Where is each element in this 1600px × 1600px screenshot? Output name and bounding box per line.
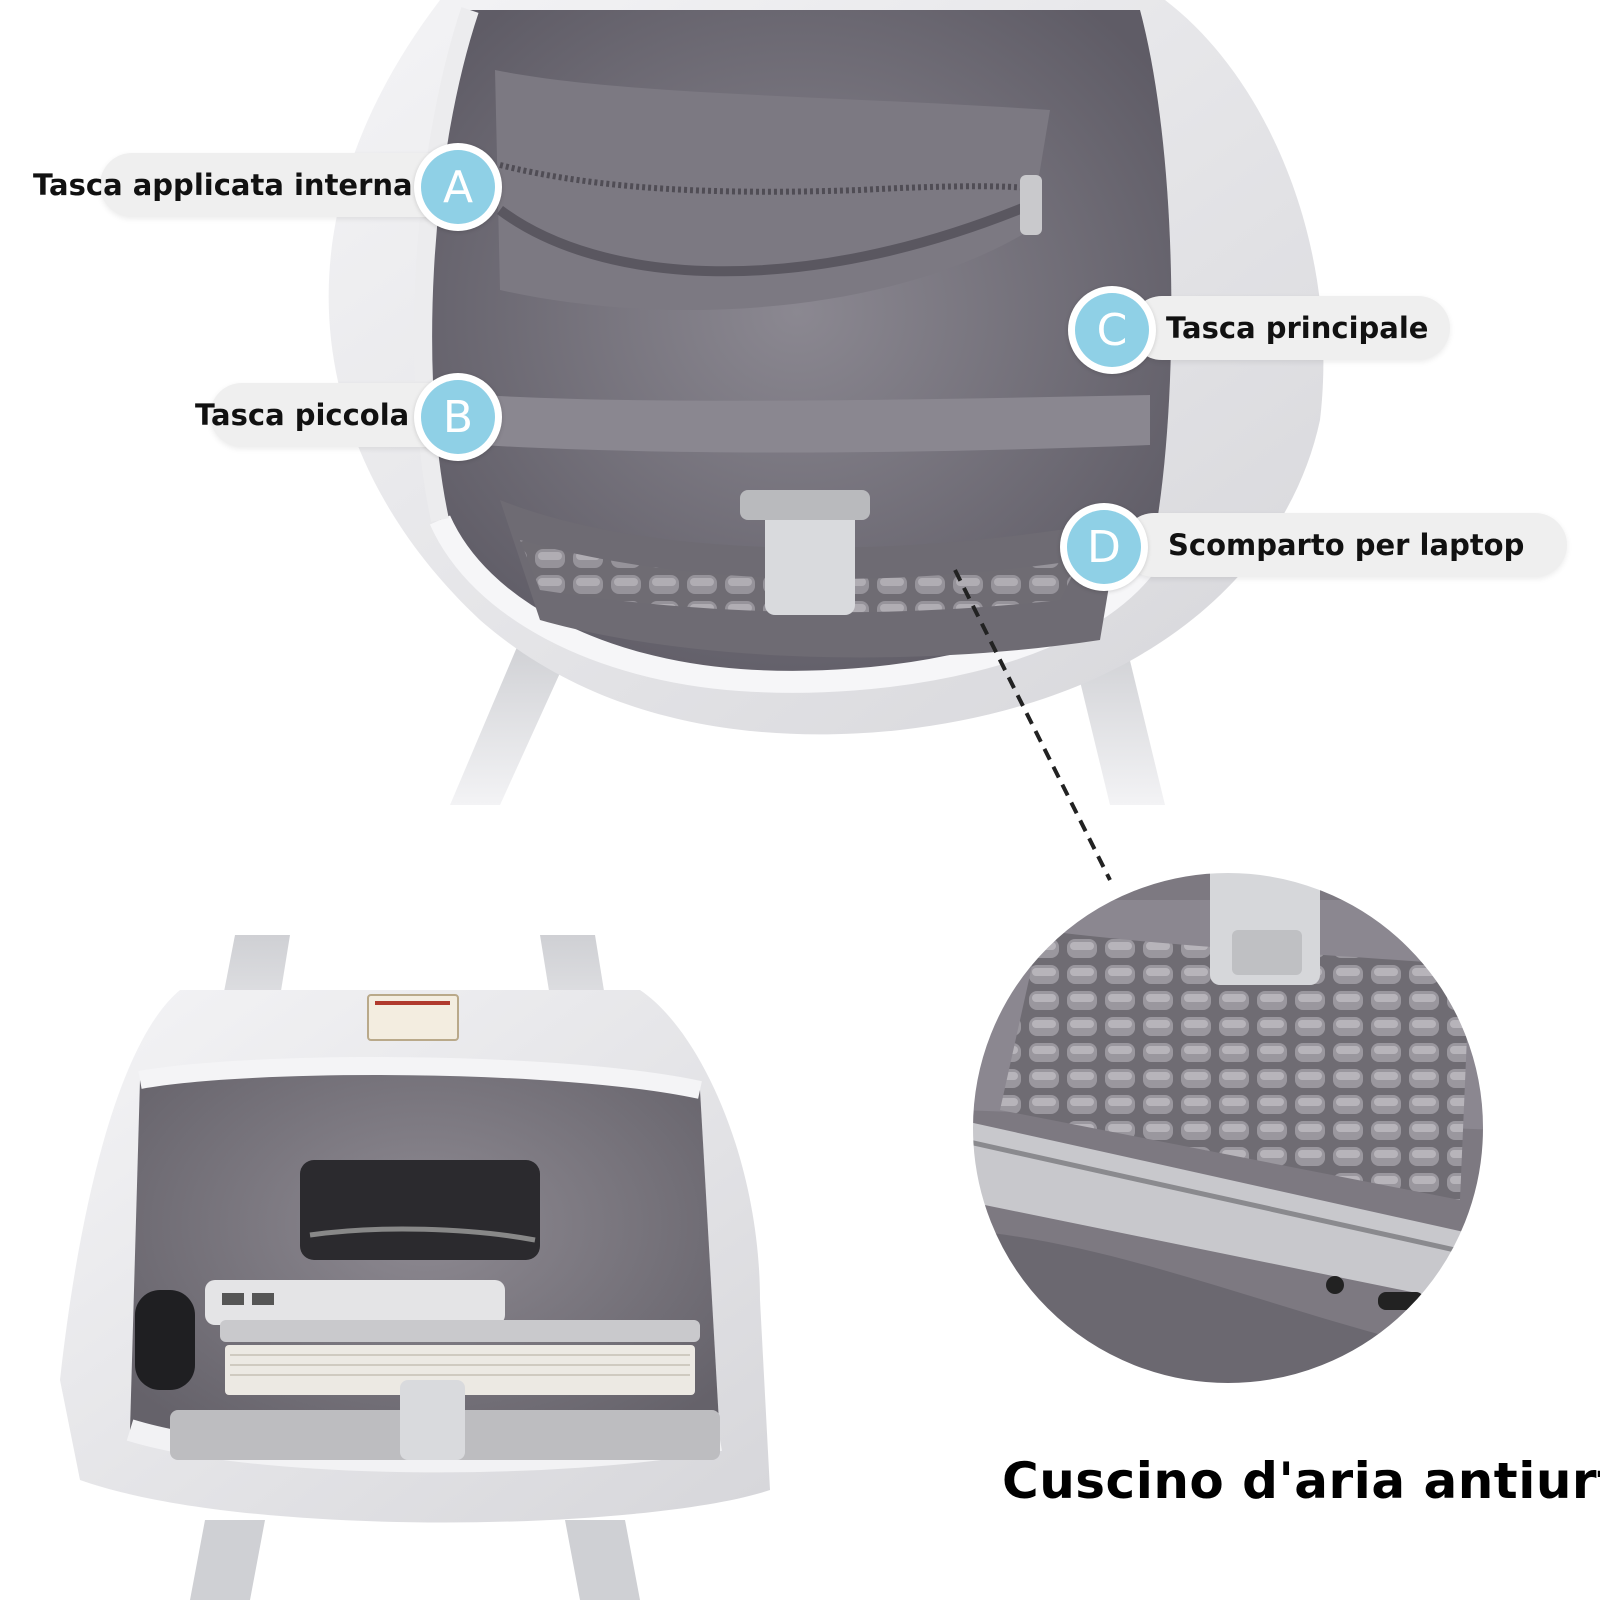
- brand-tag: [367, 994, 459, 1041]
- audio-jack-icon: [1326, 1276, 1344, 1294]
- power-bank: [205, 1280, 505, 1325]
- books: [225, 1345, 695, 1395]
- label-pill-d: Scomparto per laptop: [1122, 507, 1567, 583]
- badge-c: C: [1068, 286, 1156, 374]
- caption-shockproof-cushion: Cuscino d'aria antiurto: [1002, 1452, 1600, 1510]
- letter-b: B: [421, 380, 495, 454]
- badge-b: B: [414, 373, 502, 461]
- label-b-text: Tasca piccola: [195, 398, 410, 432]
- letter-a: A: [421, 150, 495, 224]
- letter-c: C: [1075, 293, 1149, 367]
- label-a-text: Tasca applicata interna: [33, 168, 413, 202]
- label-d-text: Scomparto per laptop: [1168, 528, 1525, 562]
- umbrella: [135, 1290, 195, 1390]
- label-pill-b: Tasca piccola: [190, 377, 460, 453]
- letter-d: D: [1067, 510, 1141, 584]
- badge-d: D: [1060, 503, 1148, 591]
- label-pill-a: Tasca applicata interna: [28, 147, 460, 223]
- top-bag-left-strap: [450, 640, 575, 805]
- tablet: [220, 1320, 700, 1342]
- wallet: [300, 1160, 540, 1260]
- velcro-tab: [765, 500, 855, 615]
- zipper-pull-icon: [1020, 175, 1042, 235]
- label-pill-c: Tasca principale: [1130, 290, 1450, 366]
- zoom-circle-foam-detail: [970, 870, 1486, 1386]
- leader-dashed-line: [953, 569, 1112, 881]
- label-c-text: Tasca principale: [1166, 311, 1429, 345]
- top-bag-right-strap: [1070, 640, 1165, 805]
- badge-a: A: [414, 143, 502, 231]
